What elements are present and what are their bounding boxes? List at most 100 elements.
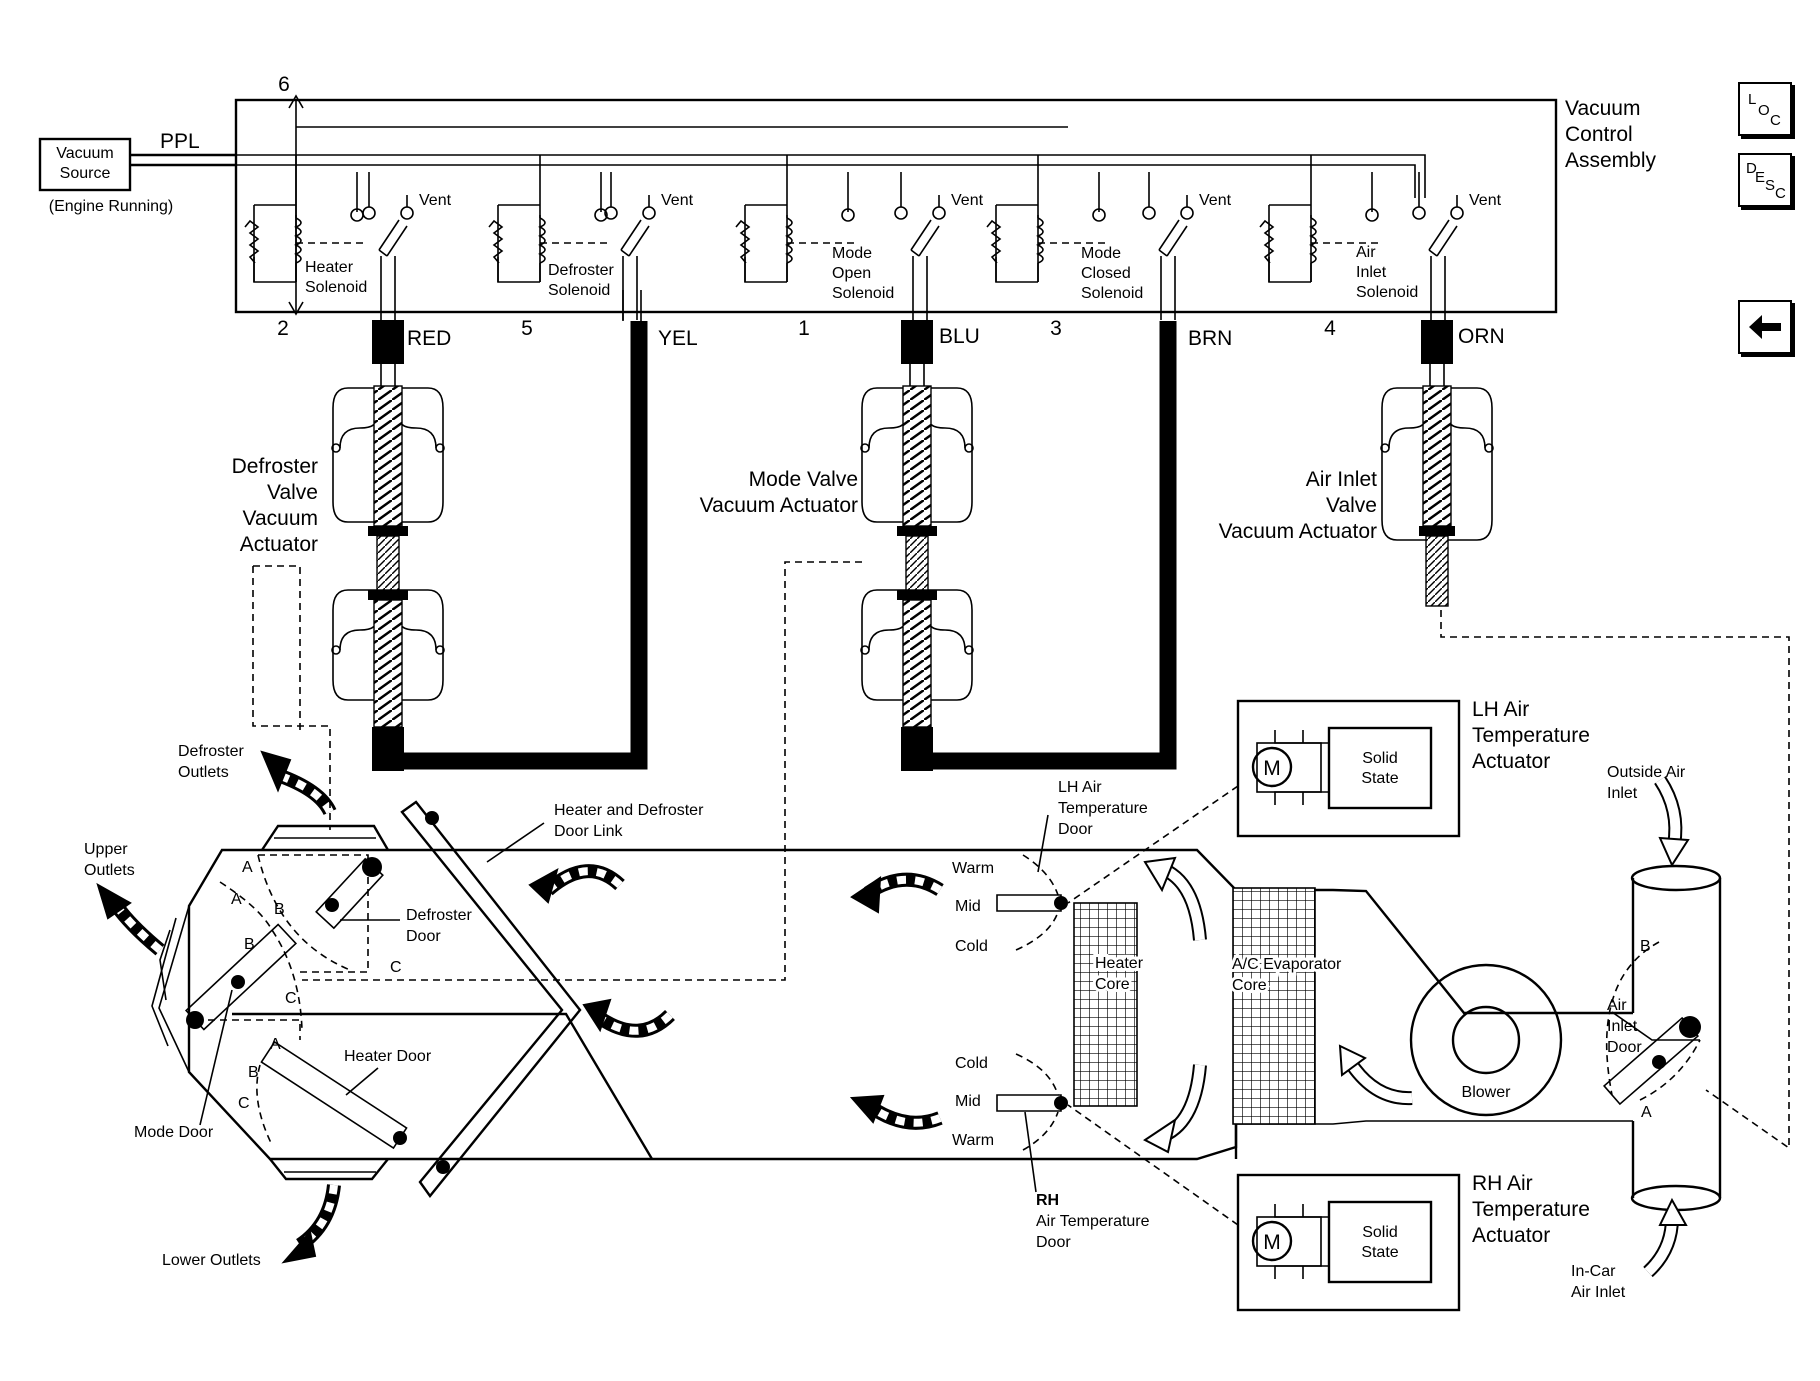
blower-flow [1338, 1044, 1413, 1106]
defroster-door-pivot [362, 857, 382, 877]
vacuum-source-note: (Engine Running) [49, 198, 174, 215]
loc-l: L [1748, 91, 1757, 108]
air-inlet-link-dash [1440, 610, 1790, 1150]
desc-e: E [1755, 169, 1766, 186]
wire-color-yel: YEL [658, 327, 698, 350]
door-position-4: C [390, 959, 402, 976]
door-position-0: A [242, 859, 253, 876]
wire-color-red: RED [407, 327, 451, 350]
motor-label: M [1263, 757, 1281, 780]
solenoid-pin-4: 4 [1324, 317, 1336, 340]
vent-label-3: Vent [951, 192, 984, 209]
door-position-9: B [1640, 938, 1651, 955]
upper-duct-flow [528, 864, 625, 904]
brn-hose [908, 321, 1177, 770]
heater-door-leader [345, 1067, 379, 1096]
defroster-link-dash [253, 565, 301, 730]
locator-button[interactable]: L O C [1738, 82, 1792, 136]
vacuum-actuators [331, 385, 1494, 728]
solenoid-pin-3: 3 [1050, 317, 1062, 340]
leader-lines [199, 561, 1790, 1226]
lower-outlets-flow [281, 1184, 341, 1264]
vent-label-2: Vent [661, 192, 694, 209]
rh-core-flow [1143, 1064, 1207, 1154]
motor-icon [1251, 746, 1293, 788]
door-position-5: C [285, 990, 297, 1007]
blower-wheel [1409, 963, 1563, 1117]
back-button[interactable] [1738, 300, 1792, 354]
rh-actuator-link [1067, 1104, 1239, 1226]
door-position-7: B [248, 1064, 259, 1081]
door-link-leader [486, 822, 545, 863]
wire-color-orn: ORN [1458, 325, 1505, 348]
solenoid-pin-2: 2 [277, 317, 289, 340]
rh-cold-label: Cold [955, 1055, 988, 1072]
orn-hose-fitting [1421, 320, 1453, 364]
airflow-arrows [96, 750, 1690, 1278]
vacuum-hoses [372, 290, 1453, 771]
ppl-line-label: PPL [160, 130, 200, 153]
blu-hose-fitting [901, 320, 933, 364]
mode-door-leader [199, 989, 233, 1126]
defroster-actuator [331, 385, 445, 728]
vent-label-5: Vent [1469, 192, 1502, 209]
rh-warm-label: Warm [952, 1132, 994, 1149]
lh-mid-label: Mid [955, 898, 981, 915]
rh-temp-door-leader [1024, 1111, 1037, 1193]
motor-label: M [1263, 1231, 1281, 1254]
rh-mid-label: Mid [955, 1093, 981, 1110]
wire-color-brn: BRN [1188, 327, 1232, 350]
door-position-3: B [244, 936, 255, 953]
lh-actuator-link [1067, 785, 1239, 904]
mode-actuator [860, 385, 974, 728]
incar-air-flow [1643, 1197, 1688, 1278]
door-position-1: A [231, 891, 242, 908]
lh-core-flow [1143, 856, 1207, 941]
heater-door-label: Heater Door [344, 1048, 432, 1065]
air-inlet-actuator [1380, 385, 1494, 607]
wire-color-blu: BLU [939, 325, 980, 348]
desc-s: S [1765, 177, 1776, 194]
loc-c: C [1770, 112, 1781, 129]
solenoid-pin-5: 5 [521, 317, 533, 340]
description-button[interactable]: D E S C [1738, 153, 1792, 207]
rh-outlet-flow [849, 1094, 943, 1130]
rh-temp-door [996, 1094, 1062, 1112]
motor-icon [1251, 1220, 1293, 1262]
mode-door-label: Mode Door [134, 1124, 214, 1141]
lh-cold-label: Cold [955, 938, 988, 955]
blower-label: Blower [1462, 1084, 1512, 1101]
yel-hose [380, 321, 648, 770]
solenoid-pin-1: 1 [798, 317, 810, 340]
air-inlet-door [1602, 1016, 1700, 1106]
defroster-outlets-flow [260, 750, 337, 816]
heater-door [260, 1040, 408, 1150]
